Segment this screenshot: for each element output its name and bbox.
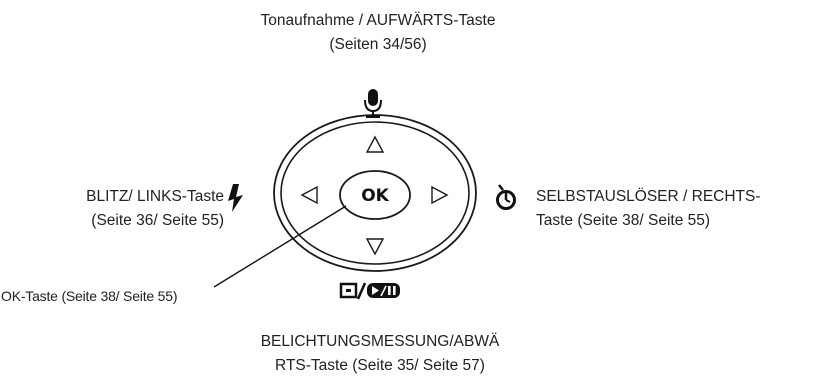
- metering-playback-icon: [339, 282, 400, 300]
- right-label-line-2: Taste (Seite 38/ Seite 55): [536, 212, 711, 229]
- left-button-label: BLITZ/ LINKS-Taste (Seite 36/ Seite 55): [60, 185, 224, 233]
- left-label-line-1: BLITZ/ LINKS-Taste: [86, 188, 224, 205]
- right-arrow-icon[interactable]: [431, 185, 449, 205]
- down-label-line-2: RTS-Taste (Seite 35/ Seite 57): [275, 357, 485, 374]
- right-label-line-1: SELBSTAUSLÖSER / RECHTS-: [536, 188, 761, 205]
- ok-button-label: OK-Taste (Seite 38/ Seite 55): [1, 288, 178, 304]
- microphone-icon: [364, 89, 382, 118]
- flash-icon: [228, 184, 243, 212]
- dpad-inner-ring: [280, 121, 470, 265]
- ok-leader-line: [213, 205, 347, 288]
- up-label-line-2: (Seiten 34/56): [329, 36, 427, 53]
- ok-button-text: OK: [361, 186, 389, 206]
- down-button-label: BELICHTUNGSMESSUNG/ABWÄ RTS-Taste (Seite…: [210, 330, 550, 378]
- left-label-line-2: (Seite 36/ Seite 55): [91, 212, 224, 229]
- down-arrow-icon[interactable]: [365, 238, 385, 256]
- up-label-line-1: Tonaufnahme / AUFWÄRTS-Taste: [260, 12, 496, 29]
- self-timer-icon: [496, 184, 516, 210]
- up-arrow-icon[interactable]: [365, 135, 385, 153]
- left-arrow-icon[interactable]: [300, 185, 318, 205]
- right-button-label: SELBSTAUSLÖSER / RECHTS- Taste (Seite 38…: [536, 185, 816, 233]
- ok-button[interactable]: OK: [339, 170, 411, 220]
- down-label-line-1: BELICHTUNGSMESSUNG/ABWÄ: [260, 333, 500, 350]
- up-button-label: Tonaufnahme / AUFWÄRTS-Taste (Seiten 34/…: [208, 9, 548, 57]
